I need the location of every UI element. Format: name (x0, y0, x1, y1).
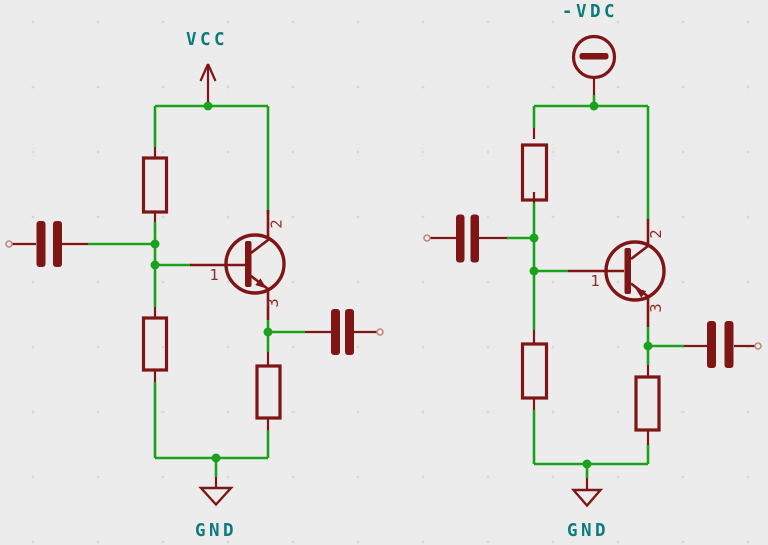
capacitor-plate (53, 221, 62, 267)
capacitor-plate (724, 321, 734, 368)
junction-dot (150, 260, 160, 270)
resistor[interactable] (255, 364, 282, 420)
pin-stub (430, 78, 755, 490)
emitter-arrow-icon (255, 278, 267, 289)
junction-dot (263, 327, 273, 337)
vdc-minus-icon (579, 53, 609, 60)
resistor[interactable] (520, 143, 549, 202)
pin-number-base: 1 (590, 272, 599, 290)
gnd-triangle-icon (570, 488, 604, 508)
junction-dot (529, 233, 539, 243)
transistor-emitter-pin (250, 274, 270, 320)
emitter-arrow-icon (635, 287, 647, 298)
junction-dot (529, 266, 539, 276)
resistor-body (634, 375, 661, 432)
pin-number-emitter: 3 (264, 298, 282, 307)
open-pin-end (376, 328, 384, 336)
open-pin-end (5, 240, 13, 248)
junction-dot (643, 341, 653, 351)
vdc-label[interactable]: -VDC (562, 2, 618, 22)
gnd-triangle-icon (198, 486, 234, 507)
resistor-body (520, 342, 549, 400)
transistor-base-bar (624, 248, 631, 294)
resistor[interactable] (141, 156, 169, 214)
resistor-body (255, 364, 282, 420)
capacitor-plate (456, 214, 465, 263)
transistor-collector-pin (250, 210, 270, 255)
gnd-label[interactable]: GND (195, 521, 237, 541)
resistor[interactable] (520, 342, 549, 400)
circuit-pnp: -VDC (423, 2, 762, 541)
resistor[interactable] (141, 316, 169, 372)
vcc-label[interactable]: VCC (186, 30, 228, 50)
resistor-body (520, 143, 549, 202)
junction-dot (582, 459, 592, 469)
pin-number-emitter: 3 (647, 303, 665, 312)
junction-dot (150, 239, 160, 249)
vdc-power-symbol[interactable]: -VDC (562, 2, 618, 80)
gnd-symbol[interactable]: GND (567, 488, 609, 541)
circuit-npn: VCC (5, 30, 384, 541)
capacitor-plate (36, 221, 46, 267)
resistor-body (141, 156, 169, 214)
capacitor-plate (345, 309, 354, 355)
capacitor-plate (707, 321, 716, 368)
junction-dot (203, 101, 213, 111)
pin-number-collector: 2 (268, 219, 286, 228)
junction-dot (589, 101, 599, 111)
pnp-transistor[interactable]: 1 2 3 (568, 219, 666, 327)
resistor[interactable] (634, 375, 661, 432)
vcc-power-symbol[interactable]: VCC (186, 30, 228, 82)
gnd-symbol[interactable]: GND (195, 486, 237, 541)
open-pin-end (423, 234, 431, 242)
open-pin-end (754, 342, 762, 350)
capacitor-plate (470, 214, 479, 263)
capacitor-input[interactable] (423, 214, 479, 263)
pin-number-collector: 2 (647, 229, 665, 238)
vcc-arrow-icon (199, 63, 217, 82)
capacitor-output[interactable] (331, 309, 384, 355)
capacitor-input[interactable] (5, 221, 62, 267)
capacitor-output[interactable] (707, 321, 762, 368)
wire[interactable] (88, 104, 305, 477)
resistor-body (141, 316, 169, 372)
vdc-circle-icon (571, 34, 617, 80)
pin-number-base: 1 (209, 266, 218, 284)
gnd-label[interactable]: GND (567, 521, 609, 541)
transistor-collector-pin (630, 219, 650, 261)
transistor-base-bar (245, 241, 252, 287)
capacitor-plate (331, 309, 340, 355)
transistor-emitter-pin (630, 282, 650, 327)
junction-dot (211, 453, 221, 463)
pin-stub (12, 64, 377, 488)
npn-transistor[interactable]: 1 2 3 (190, 210, 286, 320)
